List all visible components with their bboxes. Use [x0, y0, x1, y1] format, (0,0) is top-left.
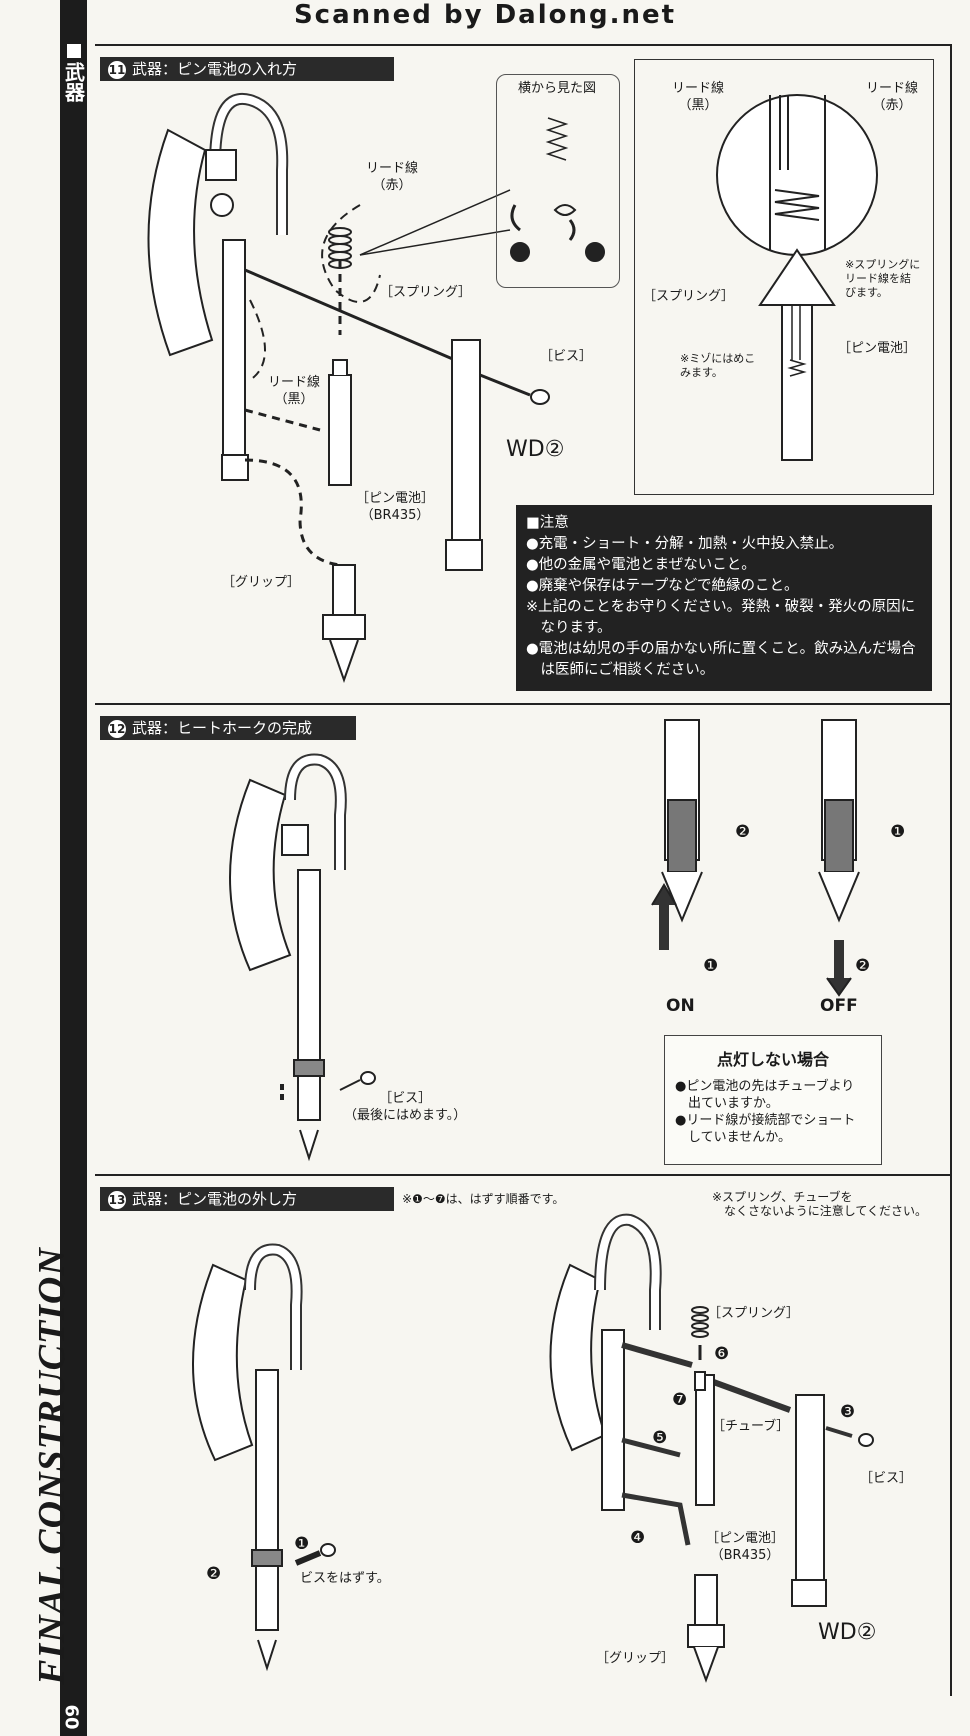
lead-red-label: リード線 （赤）	[366, 161, 419, 193]
detail-pin-battery-label: ［ピン電池］	[838, 341, 917, 356]
section-13-header: 13 武器：ピン電池の外し方	[100, 1187, 394, 1211]
step-2-badge	[585, 242, 605, 262]
grip-label: ［グリップ］	[222, 575, 301, 590]
side-view-title: 横から見た図	[517, 81, 596, 96]
caution-line: ※上記のことをお守りください。発熱・破裂・発火の原因に	[526, 599, 916, 615]
step-number-badge: 12	[108, 720, 126, 738]
troubleshoot-line: ●リード線が接続部でショート	[675, 1113, 856, 1128]
caution-line: なります。	[526, 620, 612, 636]
axe-illustration	[147, 92, 456, 481]
on-switch-illustration	[651, 719, 703, 950]
removal-wd2-label: WD②	[818, 1620, 877, 1645]
step-1-badge	[510, 242, 530, 262]
off-twist-step: ❶	[890, 822, 906, 842]
detail-lead-black-label: リード線 （黒）	[672, 81, 725, 113]
caution-line: ●充電・ショート・分解・加熱・火中投入禁止。	[526, 536, 844, 552]
square-icon	[66, 44, 81, 58]
care-note: ※スプリング、チューブを なくさないように注意してください。	[712, 1190, 928, 1218]
section-divider	[95, 1174, 950, 1176]
off-label: OFF	[820, 996, 858, 1016]
step-2-mark: ❷	[206, 1564, 222, 1584]
step-3-mark: ❸	[840, 1402, 856, 1422]
step-6-mark: ❻	[714, 1344, 730, 1364]
troubleshoot-box: 点灯しない場合 ●ピン電池の先はチューブより 出ていますか。 ●リード線が接続部…	[664, 1035, 882, 1165]
off-pull-step: ❷	[855, 956, 871, 976]
section-11-header: 11 武器：ピン電池の入れ方	[100, 57, 394, 81]
screw-label: ［ビス］	[540, 349, 593, 364]
spring-tie-note: ※スプリングに リード線を結 びます。	[845, 258, 921, 299]
final-screw-label: ［ビス］ （最後にはめます。）	[344, 1091, 467, 1123]
caution-line: ●他の金属や電池とまぜないこと。	[526, 557, 756, 573]
caution-title: ■注意	[526, 515, 569, 531]
groove-note: ※ミゾにはめこ みます。	[680, 352, 756, 379]
caution-line: ●廃棄や保存はテープなどで絶縁のこと。	[526, 578, 799, 594]
step-number-badge: 13	[108, 1191, 126, 1209]
side-view-spring	[510, 117, 577, 241]
troubleshoot-title: 点灯しない場合	[716, 1050, 829, 1069]
tube-label: ［チューブ］	[712, 1419, 790, 1434]
section-12-header: 12 武器：ヒートホークの完成	[100, 716, 356, 740]
wd2-label: WD②	[506, 437, 565, 462]
section-title: 武器：ピン電池の入れ方	[132, 60, 298, 78]
lead-wire-red-dashed	[321, 204, 381, 303]
spring-illustration	[328, 227, 352, 269]
category-label: 武器	[61, 62, 86, 102]
troubleshoot-line: ●ピン電池の先はチューブより	[675, 1079, 855, 1094]
step-4-mark: ❹	[630, 1528, 646, 1548]
on-label: ON	[666, 996, 695, 1016]
side-view-box	[496, 74, 620, 288]
sidebar-strip: 武器	[60, 0, 87, 1736]
category-tag: 武器	[60, 44, 87, 106]
step-1-mark: ❶	[294, 1534, 310, 1554]
spring-label: ［スプリング］	[380, 285, 472, 300]
removal-spring-label: ［スプリング］	[708, 1306, 800, 1321]
removal-pin-battery-label: ［ピン電池］ （BR435）	[706, 1531, 785, 1563]
pin-battery-illustration	[328, 359, 352, 486]
grip-illustration	[322, 564, 366, 684]
remove-screw-label: ビスをはずす。	[300, 1571, 390, 1586]
troubleshoot-line: 出ていますか。	[675, 1096, 779, 1111]
step-number-badge: 11	[108, 61, 126, 79]
wd2-part-illustration	[445, 339, 550, 571]
step-7-mark: ❼	[672, 1390, 688, 1410]
lead-black-label: リード線 （黒）	[268, 375, 321, 407]
caution-box: ■注意 ●充電・ショート・分解・加熱・火中投入禁止。 ●他の金属や電池とまぜない…	[516, 505, 932, 691]
section-title: 武器：ヒートホークの完成	[132, 719, 313, 737]
magnified-detail	[716, 94, 878, 461]
caution-line: ●電池は幼児の手の届かない所に置くこと。飲み込んだ場合	[526, 641, 916, 657]
removal-grip-label: ［グリップ］	[596, 1651, 675, 1666]
on-push-step: ❶	[703, 956, 719, 976]
detail-lead-red-label: リード線 （赤）	[866, 81, 919, 113]
troubleshoot-line: していませんか。	[675, 1130, 791, 1145]
detail-spring-label: ［スプリング］	[643, 289, 735, 304]
content-frame	[95, 44, 952, 1696]
removal-screw-label: ［ビス］	[860, 1471, 913, 1486]
detail-panel	[634, 59, 934, 495]
off-switch-illustration	[818, 719, 860, 997]
caution-line: は医師にご相談ください。	[526, 662, 715, 678]
removal-axe-left	[192, 1243, 336, 1672]
pin-battery-label: ［ピン電池］ （BR435）	[356, 491, 435, 523]
order-note: ※❶〜❼は、はずす順番です。	[402, 1192, 565, 1206]
step-5-mark: ❺	[652, 1428, 668, 1448]
scanned-banner: Scanned by Dalong.net	[293, 0, 677, 30]
on-twist-step: ❷	[735, 822, 751, 842]
section-divider	[95, 703, 950, 705]
removal-axe-right	[549, 1213, 874, 1683]
completed-axe-illustration	[229, 753, 376, 1162]
section-title: 武器：ピン電池の外し方	[132, 1190, 298, 1208]
